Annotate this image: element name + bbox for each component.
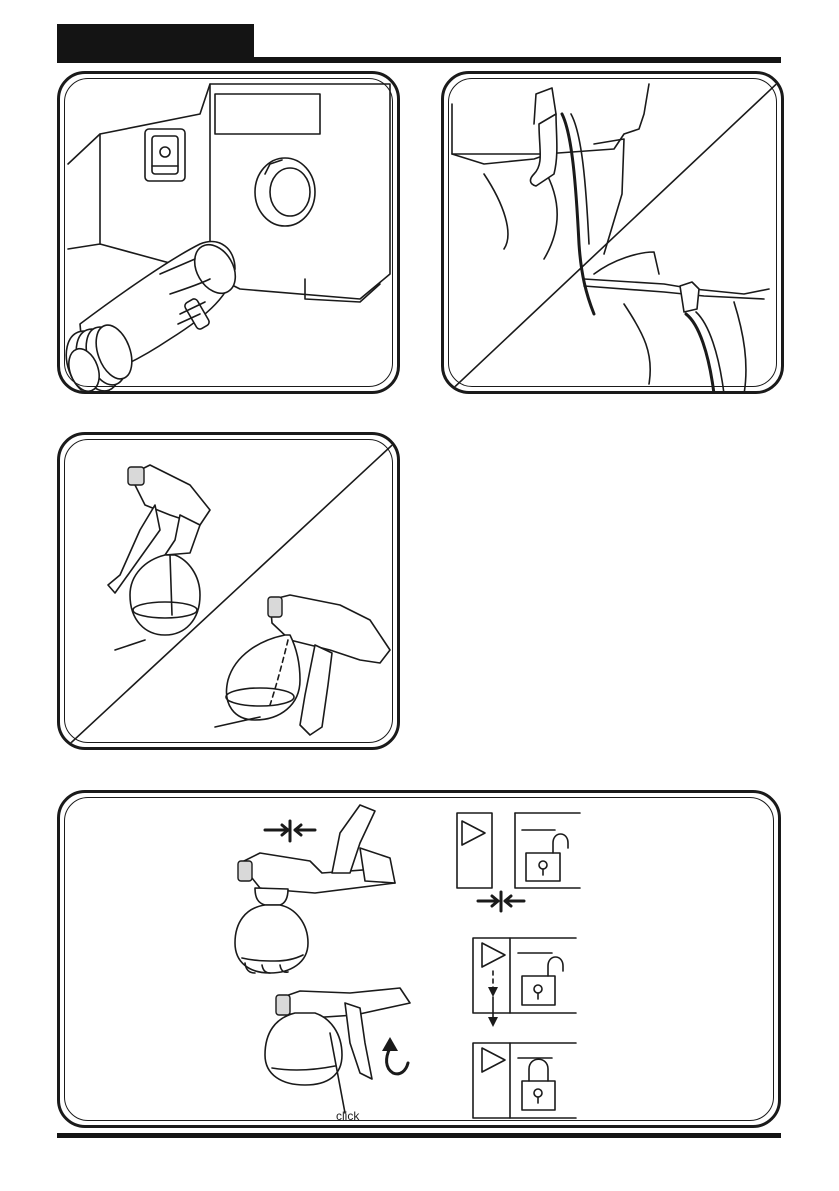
spray-attachment-lock-icon <box>60 793 781 1128</box>
footer-rule <box>57 1133 781 1138</box>
figure-1-panel <box>57 71 400 394</box>
figure-3-panel <box>57 432 400 750</box>
header-rule <box>57 57 781 63</box>
hose-clip-icon <box>444 74 784 394</box>
hose-connection-icon <box>60 74 400 394</box>
section-header-tab <box>57 24 254 58</box>
click-label: click <box>336 1109 359 1123</box>
figure-4-panel: click <box>57 790 781 1128</box>
figure-2-panel <box>441 71 784 394</box>
spray-gun-fill-icon <box>60 435 400 750</box>
